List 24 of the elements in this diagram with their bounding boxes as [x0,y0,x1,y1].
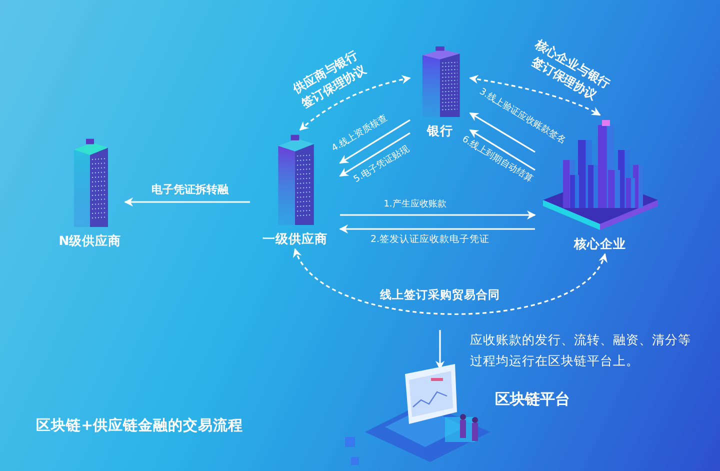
node-label: 区块链平台 [495,390,570,408]
arrow [339,224,535,234]
node-label: 银行 [427,123,453,140]
arrow [339,119,410,164]
note-text: 应收账款的发行、流转、融资、清分等过程均运行在区块链平台上。 [470,331,692,370]
edge-label: 2.签发认证应收款电子凭证 [370,233,490,247]
diagram-title: 区块链+供应链金融的交易流程 [36,416,244,435]
dashed-arrow [294,248,606,315]
node-label: 一级供应商 [262,231,328,248]
edge-label: 供应商与银行签订保理协议 [290,46,370,113]
arrow [469,112,536,153]
edge-label: 线上签订采购贸易合同 [380,286,500,304]
edge-label: 电子凭证拆转融 [152,182,228,198]
edge-label: 6.线上到期自动结算 [459,134,535,186]
node-label: N级供应商 [58,233,122,250]
dashed-arrow [469,74,601,116]
arrow [124,198,250,206]
arrow [340,210,536,220]
node-label: 核心企业 [574,236,626,253]
arrow [339,132,410,177]
arrow [469,129,536,171]
dashed-arrow [299,75,411,131]
edge-label: 1.产生应收账款 [384,198,446,212]
edge-label: 核心企业与银行签订保理协议 [528,36,614,105]
